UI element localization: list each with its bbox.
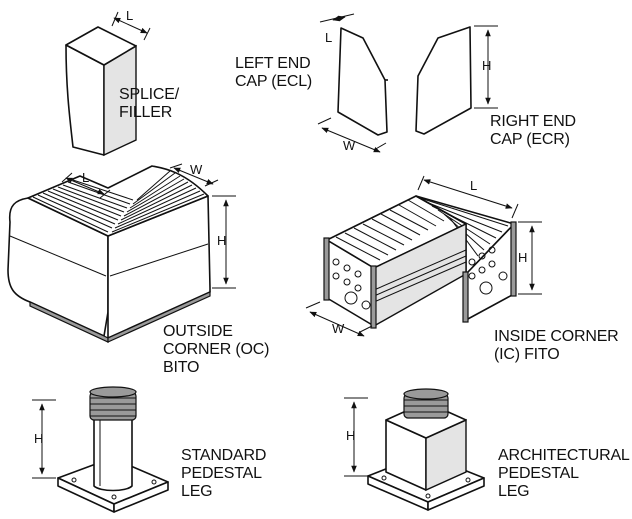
cap-width-dimension: W [317,117,387,153]
oc-label-line1: OUTSIDE [163,323,233,340]
ecl-dim-l: L [325,30,332,45]
architectural-pedestal-leg-drawing: H [344,388,485,511]
ecr-dim-w: W [343,138,356,153]
arch-leg-label-line1: ARCHITECTURAL [498,447,630,464]
ecr-dim-h: H [482,58,491,73]
arch-leg-dim-h: H [346,428,355,443]
oc-dim-h: H [217,233,226,248]
left-end-cap-drawing: L [319,13,388,136]
std-leg-label-line1: STANDARD [181,447,266,464]
ic-dim-l: L [470,178,477,193]
oc-dim-l: L [82,170,89,185]
ecr-label-line1: RIGHT END [490,113,576,130]
ecr-label-line2: CAP (ECR) [490,131,570,148]
ecl-label-line1: LEFT END [235,55,310,72]
ic-label-line2: (IC) FITO [494,346,559,363]
ecl-label-line2: CAP (ECL) [235,73,312,90]
splice-filler-drawing: L [65,8,151,157]
splice-label-line1: SPLICE/ [119,86,180,103]
ic-dim-h: H [518,250,527,265]
std-leg-label-line3: LEG [181,483,212,500]
std-leg-dim-h: H [34,431,43,446]
ic-dim-w: W [332,321,345,336]
right-end-cap-drawing: H [415,25,498,135]
std-leg-label-line2: PEDESTAL [181,465,262,482]
arch-leg-label-line2: PEDESTAL [498,465,579,482]
splice-dim-l: L [126,8,133,23]
oc-label-line3: BITO [163,359,199,376]
arch-leg-label-line3: LEG [498,483,529,500]
inside-corner-drawing: L W H [305,175,542,337]
oc-dim-w: W [190,162,203,177]
oc-label-line2: CORNER (OC) [163,341,269,358]
ic-label-line1: INSIDE CORNER [494,328,619,345]
standard-pedestal-leg-drawing: H [32,386,169,513]
outside-corner-drawing: L W H [7,162,236,343]
splice-label-line2: FILLER [119,104,172,121]
